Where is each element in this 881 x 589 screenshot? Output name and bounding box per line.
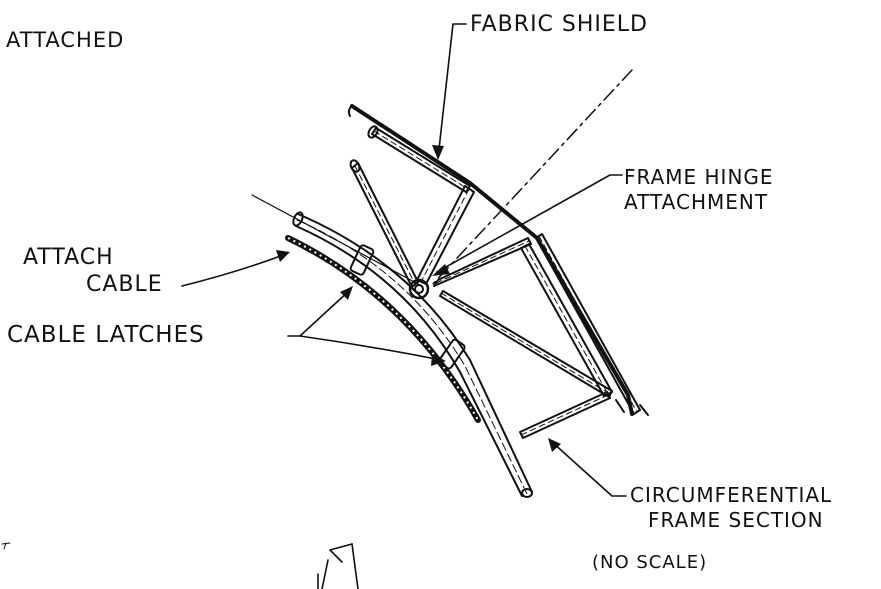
- label-circumferential: CIRCUMFERENTIAL: [630, 483, 833, 507]
- leader-circumferential: [548, 438, 627, 497]
- hinge-attachment: [408, 278, 430, 300]
- fabric-shield: [347, 104, 634, 416]
- label-attach: ATTACH: [23, 245, 114, 270]
- attach-cable: [285, 235, 481, 423]
- cable-latch-lower: [438, 338, 466, 370]
- label-frame-hinge-line1: FRAME HINGE: [624, 165, 774, 189]
- corner-mark: [1, 542, 11, 550]
- cable-latch-upper: [349, 244, 375, 276]
- truss-members: [349, 125, 649, 439]
- label-attached: ATTACHED: [6, 28, 125, 52]
- label-frame-section: FRAME SECTION: [648, 508, 824, 532]
- partial-figure: [317, 543, 359, 589]
- label-cable: CABLE: [86, 272, 163, 297]
- leader-fabric-shield: [432, 23, 467, 160]
- inner-arc-member: [292, 211, 533, 498]
- label-fabric-shield: FABRIC SHIELD: [470, 12, 648, 37]
- label-cable-latches: CABLE LATCHES: [7, 322, 205, 348]
- centerline: [431, 69, 633, 286]
- leader-frame-hinge: [432, 174, 623, 276]
- label-no-scale: (NO SCALE): [592, 552, 708, 573]
- leader-attach-cable: [181, 250, 290, 287]
- label-frame-hinge-line2: ATTACHMENT: [624, 190, 769, 214]
- leader-cable-latches: [287, 286, 446, 366]
